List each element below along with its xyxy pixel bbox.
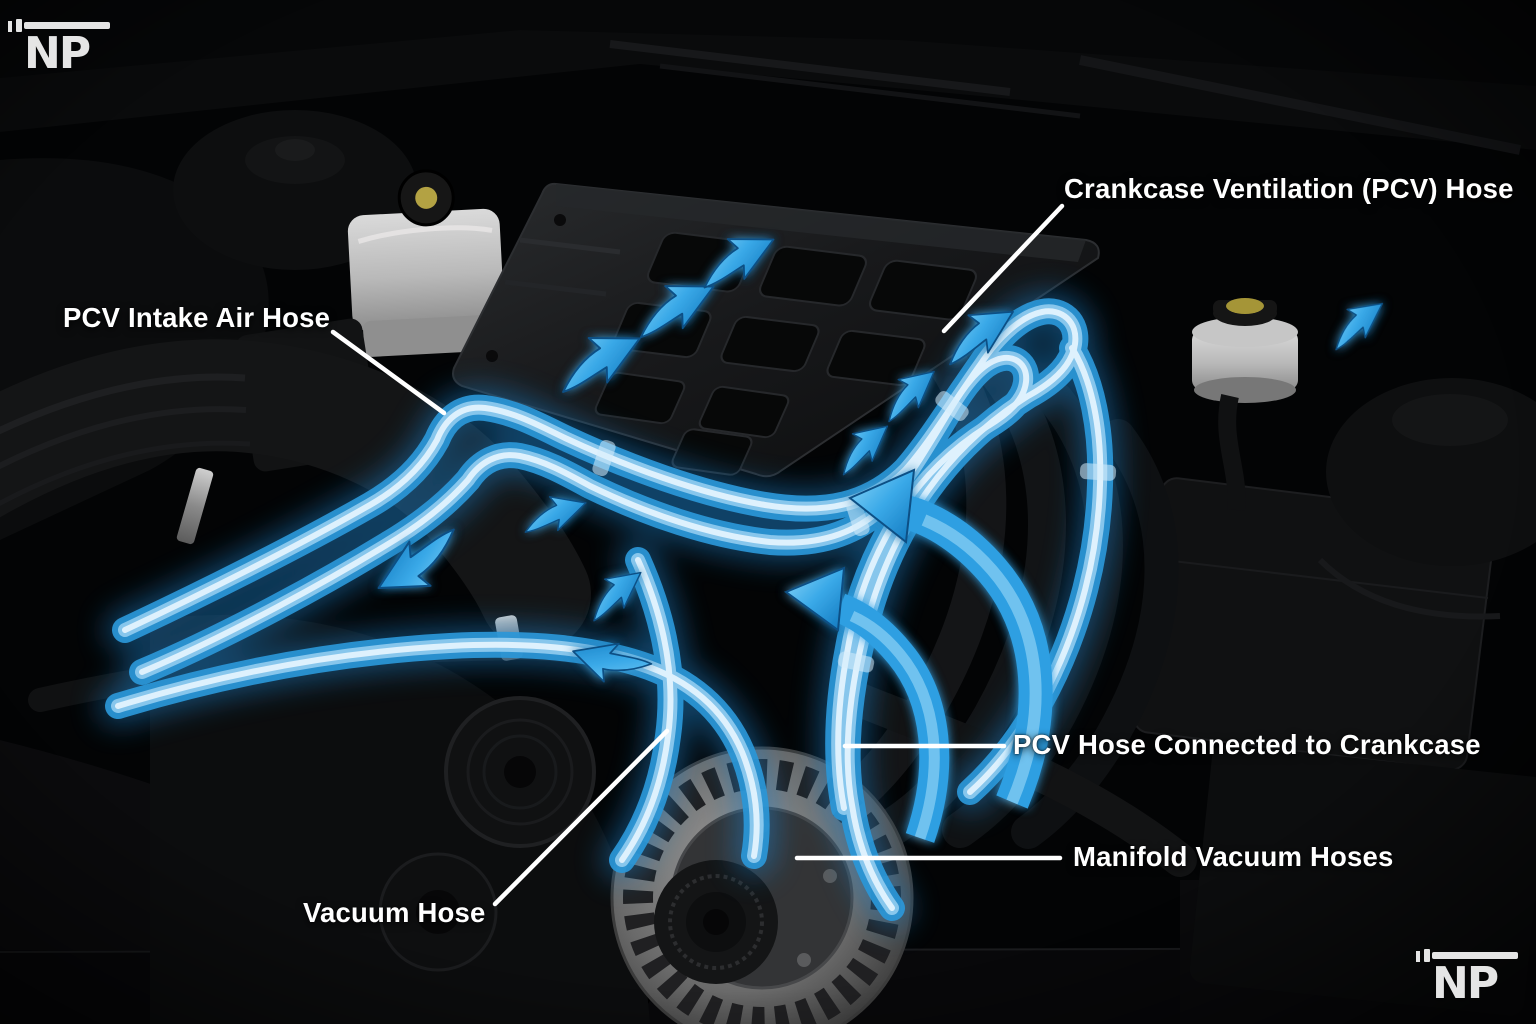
- callout-pcv-hose-connected-to-crankcase: PCV Hose Connected to Crankcase: [1013, 729, 1481, 760]
- leader-line-pcv-intake-air-hose: [330, 329, 447, 416]
- pipe-icon: [1424, 949, 1518, 962]
- pipe-icon: [16, 19, 110, 32]
- callout-vacuum-hose: Vacuum Hose: [303, 897, 486, 928]
- callout-pcv-intake-air-hose: PCV Intake Air Hose: [63, 302, 331, 333]
- callout-crankcase-ventilation-hose: Crankcase Ventilation (PCV) Hose: [1064, 173, 1514, 204]
- np-logo-bottom-right: NP: [1424, 949, 1518, 1009]
- leader-lines: [330, 203, 1065, 907]
- leader-line-crankcase-ventilation-hose: [941, 203, 1065, 334]
- logo-text: NP: [24, 28, 91, 79]
- leader-line-vacuum-hose: [492, 728, 670, 907]
- logo-text: NP: [1432, 958, 1499, 1009]
- np-logo-top-left: NP: [16, 19, 110, 79]
- callout-manifold-vacuum-hoses: Manifold Vacuum Hoses: [1073, 841, 1394, 872]
